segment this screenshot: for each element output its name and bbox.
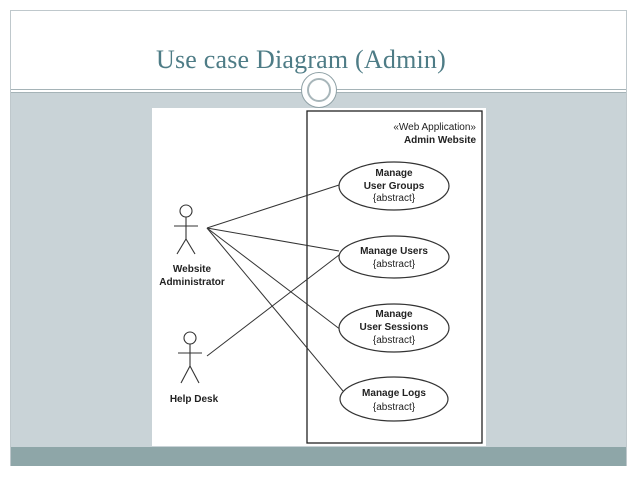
use-case-manage-users — [338, 235, 450, 279]
actor-stick-figure-icon — [178, 331, 202, 384]
use-case-1-line3: {abstract} — [373, 193, 416, 204]
use-case-1-line1: Manage — [375, 168, 413, 179]
use-case-2-line2: {abstract} — [373, 259, 416, 270]
association-admin-logs — [206, 227, 344, 392]
use-case-3-line1: Manage — [375, 309, 413, 320]
association-helpdesk-users — [206, 254, 340, 357]
system-name: Admin Website — [404, 135, 476, 146]
use-case-manage-user-groups — [338, 161, 450, 211]
slide-title: Use case Diagram (Admin) — [156, 45, 446, 74]
circle-ornament-icon — [301, 72, 337, 108]
circle-ornament-inner — [307, 78, 331, 102]
use-case-1-line2: User Groups — [364, 181, 425, 192]
actor-stick-figure-icon — [174, 204, 198, 255]
association-lines — [206, 184, 344, 392]
actor-website-administrator-label-1: Website — [173, 264, 212, 275]
use-case-4-line2: {abstract} — [373, 402, 416, 413]
use-case-2-line1: Manage Users — [360, 246, 428, 257]
system-stereotype: «Web Application» — [393, 122, 476, 133]
use-case-manage-logs — [339, 376, 449, 422]
use-case-diagram: «Web Application» Admin Website Website … — [152, 108, 486, 446]
actor-help-desk-label: Help Desk — [170, 394, 219, 405]
association-admin-user-groups — [206, 184, 340, 229]
actor-website-administrator-label-2: Administrator — [159, 277, 225, 288]
use-case-3-line3: {abstract} — [373, 335, 416, 346]
use-case-diagram-svg: «Web Application» Admin Website Website … — [159, 110, 483, 444]
use-case-3-line2: User Sessions — [360, 322, 429, 333]
use-case-4-line1: Manage Logs — [362, 388, 426, 399]
association-admin-sessions — [206, 227, 342, 331]
footer-band — [11, 447, 626, 466]
use-case-manage-user-sessions — [338, 303, 450, 353]
association-admin-users — [206, 227, 340, 252]
